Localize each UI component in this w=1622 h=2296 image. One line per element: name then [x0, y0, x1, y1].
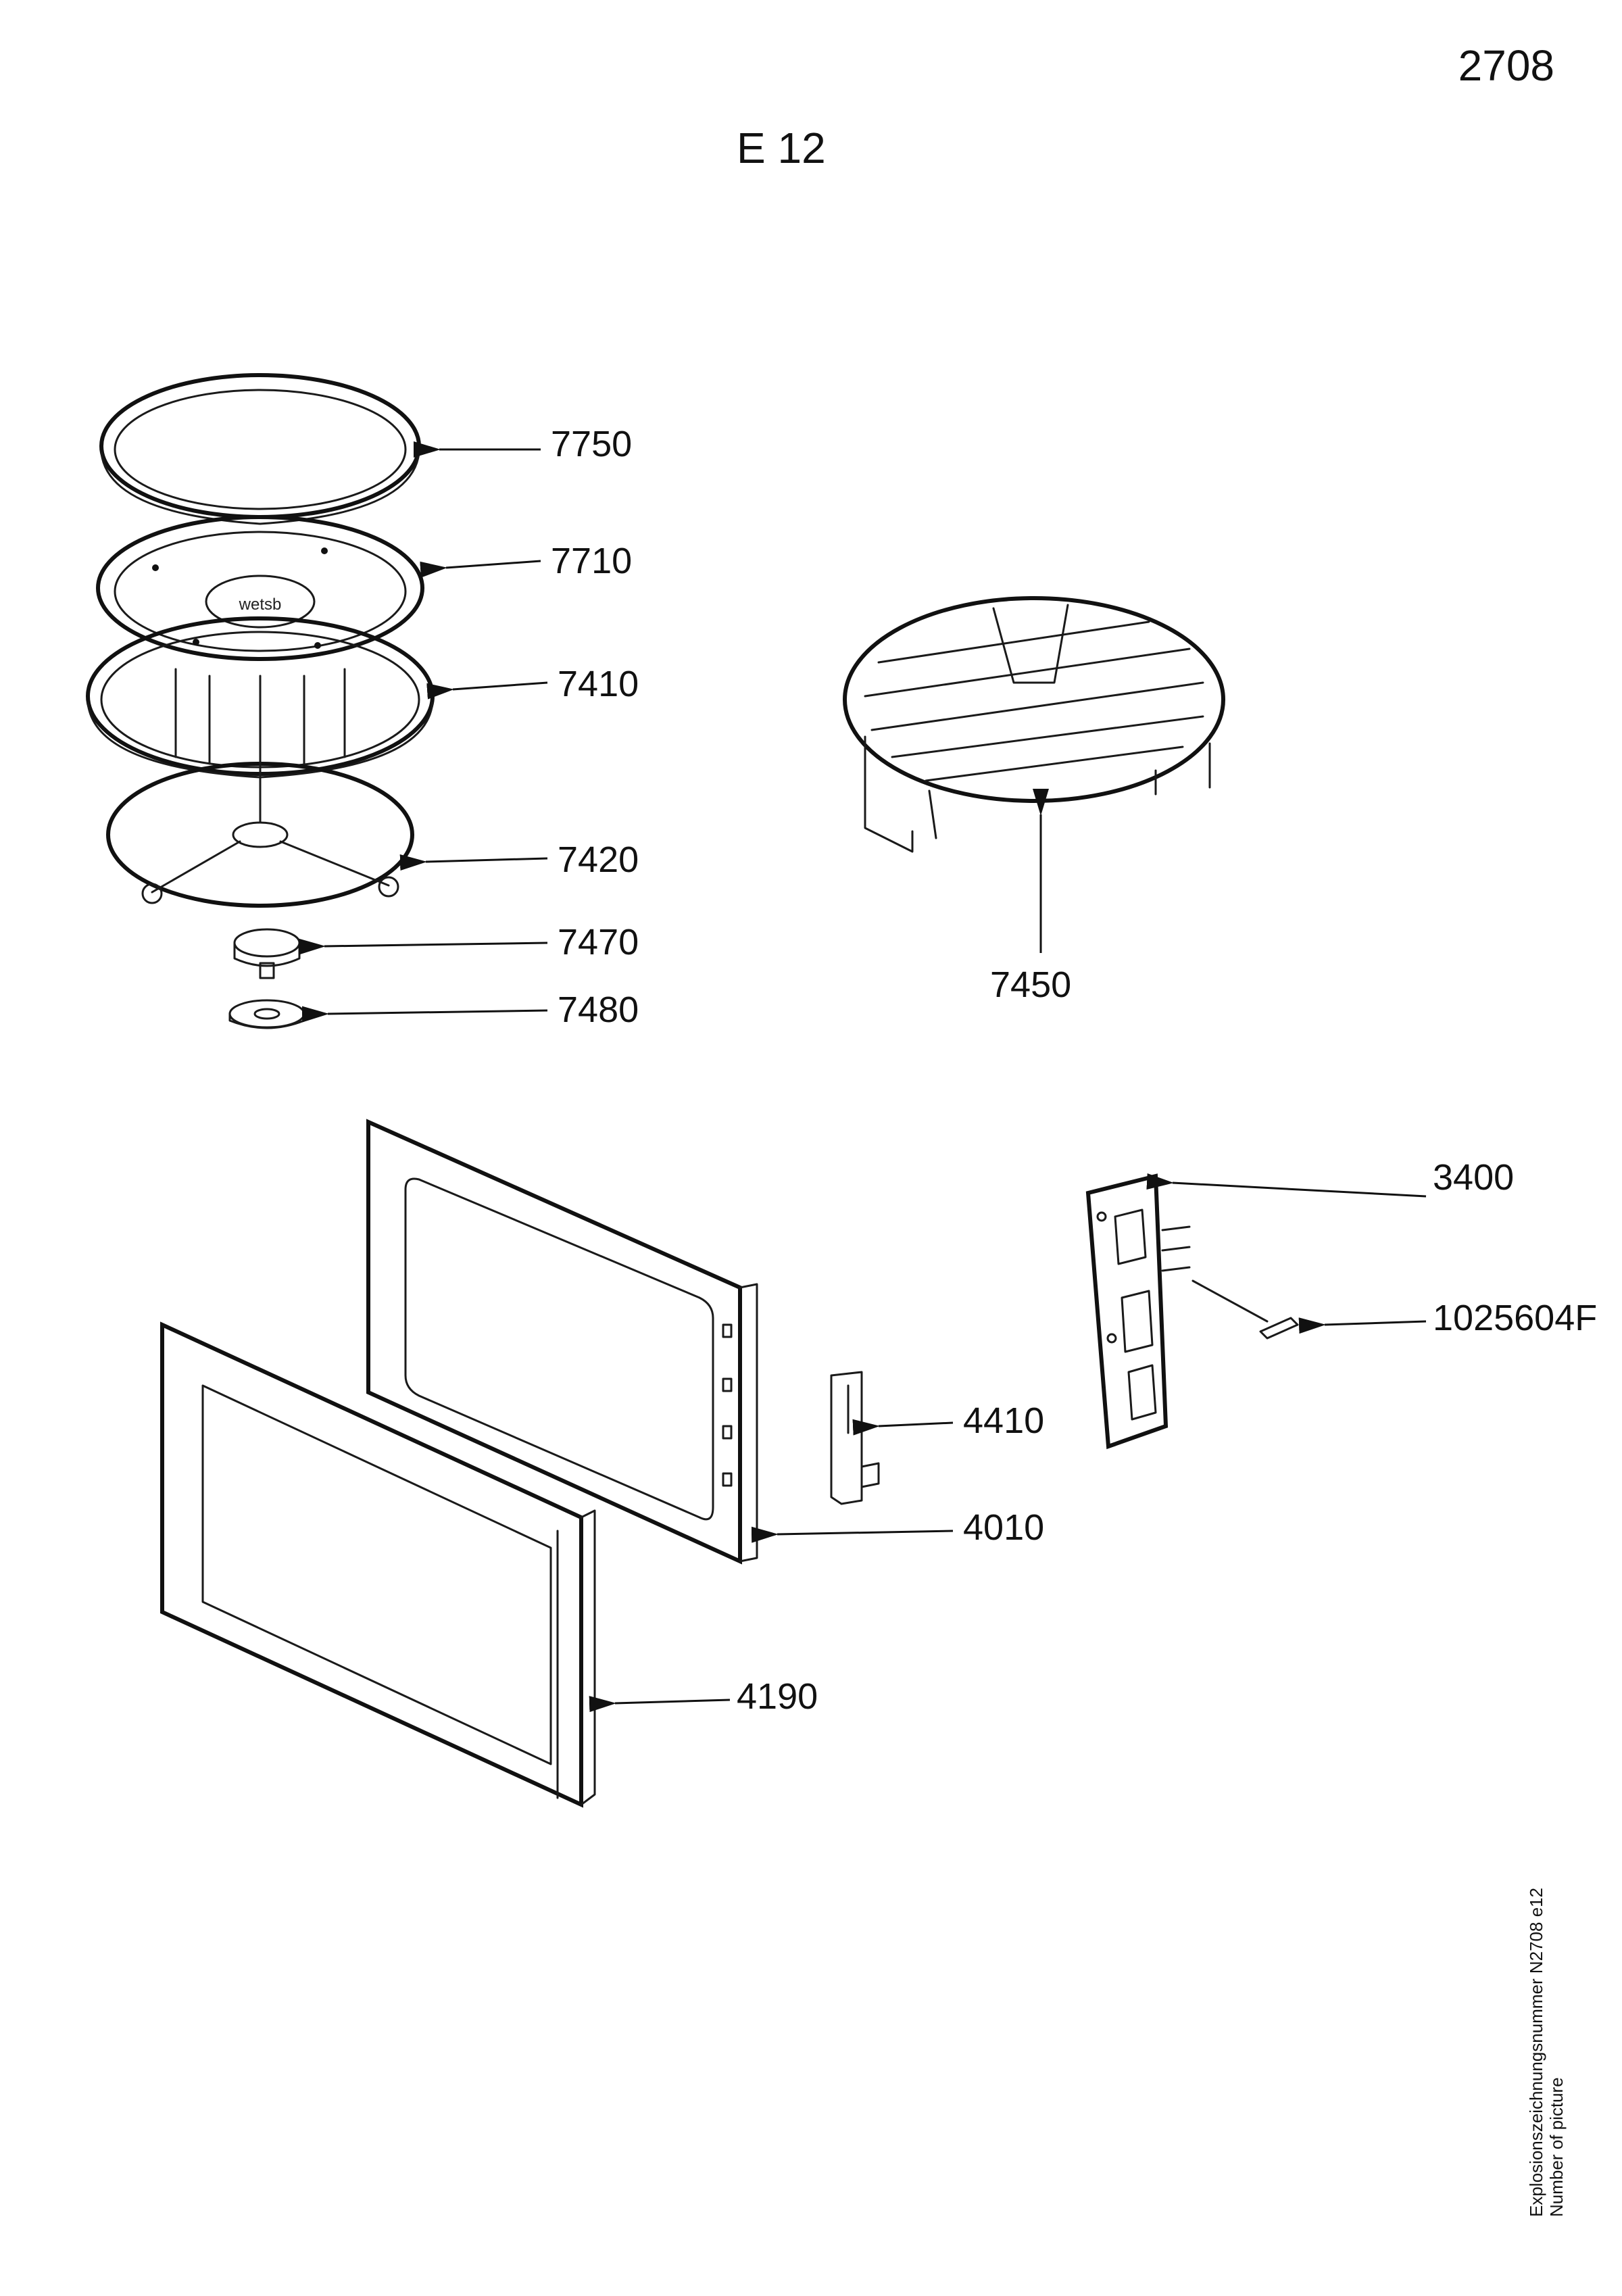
callout-7450: 7450: [990, 964, 1071, 1005]
leader-7420: [399, 854, 548, 871]
callout-7470: 7470: [558, 922, 639, 962]
leader-4190: [589, 1696, 731, 1713]
leader-7470: [298, 938, 548, 955]
callout-labels: 7750 7710 7410 7420 7470 7480 7450 3400 …: [551, 424, 1597, 1717]
callout-7480: 7480: [558, 990, 639, 1030]
leader-3400: [1146, 1173, 1427, 1198]
callout-7750: 7750: [551, 424, 632, 464]
part-4190-outer-door: [160, 1321, 596, 1808]
callout-7710: 7710: [551, 541, 632, 581]
part-4410-latch-hook: [830, 1371, 880, 1505]
leader-4410: [852, 1419, 954, 1436]
callout-4010: 4010: [963, 1507, 1044, 1548]
page-number: 2708: [1458, 41, 1554, 90]
part-7710-crisp-plate: wetsb: [96, 515, 424, 661]
callout-4190: 4190: [737, 1676, 818, 1717]
plate-embossing: wetsb: [239, 595, 282, 614]
callout-4410: 4410: [963, 1400, 1044, 1441]
part-7420-roller-support: [106, 752, 414, 908]
part-4010-inner-door: [366, 1119, 758, 1565]
leader-lines: [298, 441, 1427, 1713]
part-7470-coupler: [233, 928, 301, 979]
callout-7420: 7420: [558, 839, 639, 880]
leader-7710: [420, 560, 541, 578]
leader-1025604F: [1298, 1317, 1427, 1334]
part-7450-grill-rack: [843, 596, 1225, 853]
leader-7480: [301, 1006, 548, 1023]
part-1025604F-fuse: [1191, 1279, 1299, 1340]
leader-7410: [426, 681, 548, 700]
part-3400-switch-assembly: [1085, 1173, 1191, 1450]
callout-7410: 7410: [558, 664, 639, 704]
part-7480-washer: [228, 999, 305, 1029]
callout-3400: 3400: [1433, 1157, 1514, 1198]
leader-4010: [751, 1526, 954, 1543]
callout-1025604F: 1025604F: [1433, 1298, 1597, 1338]
diagram-title: E 12: [737, 124, 826, 172]
part-7750-glass-plate: [99, 373, 421, 525]
